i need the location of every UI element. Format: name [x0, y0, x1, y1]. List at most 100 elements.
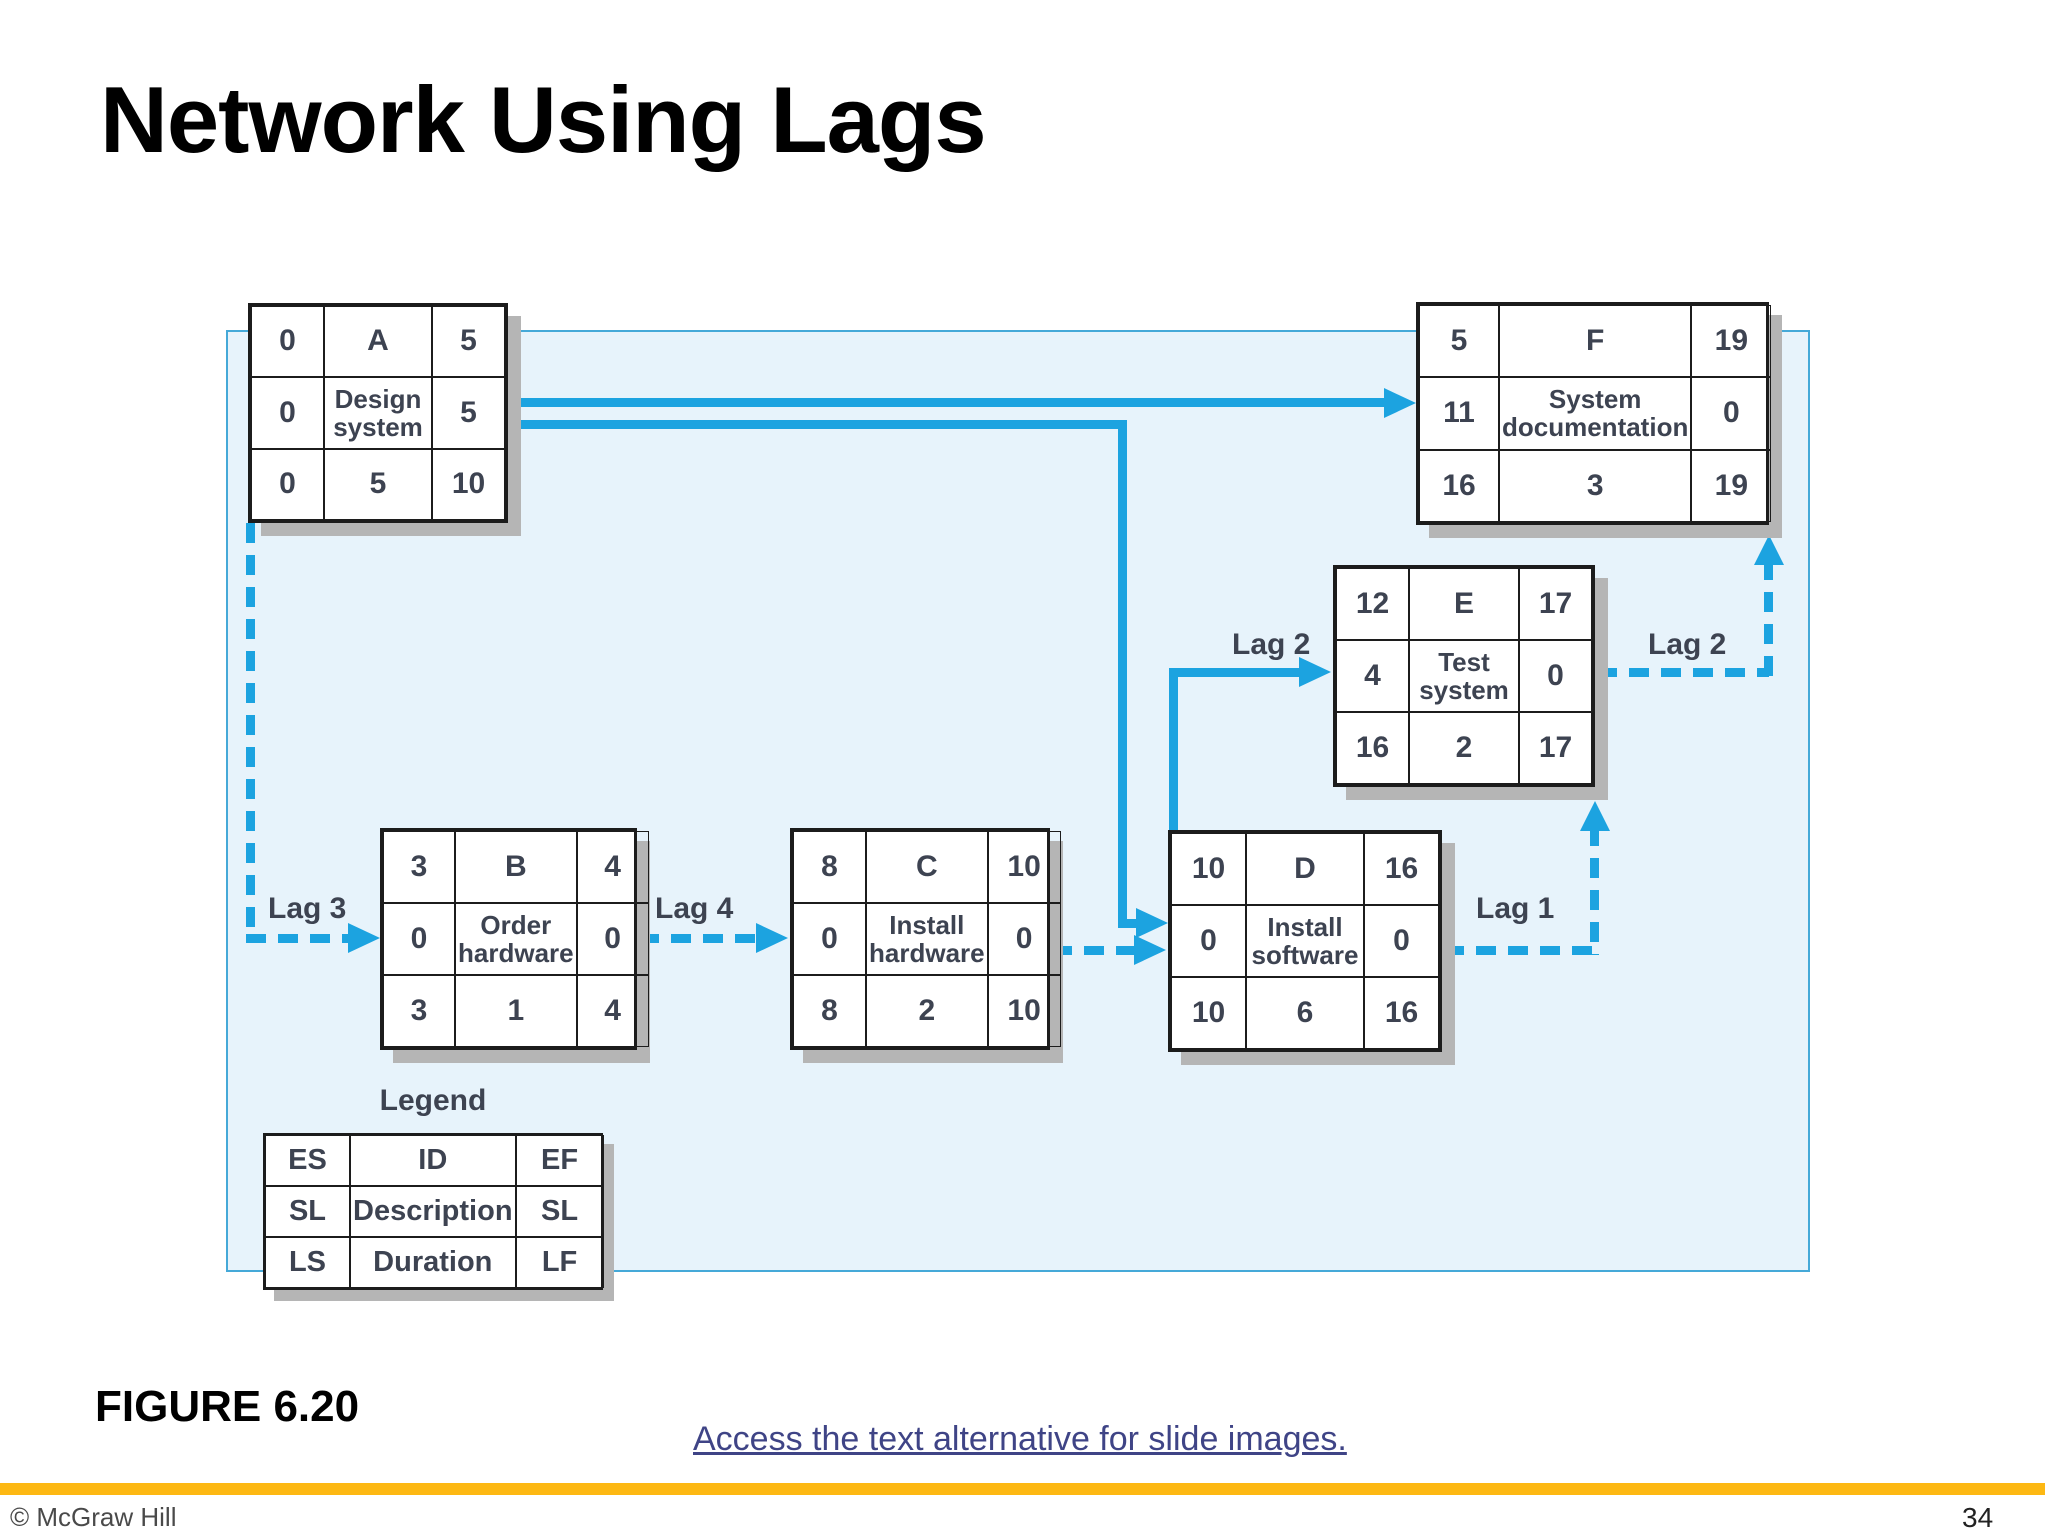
- node-c-sl-right: 0: [987, 903, 1061, 975]
- legend-es: ES: [265, 1135, 350, 1186]
- activity-node-c: 8 C 10 0 Install hardware 0 8 2 10: [790, 828, 1061, 1050]
- node-d-sl-left: 0: [1171, 905, 1246, 977]
- node-a-sl-right: 5: [432, 377, 505, 449]
- node-e-ls: 16: [1336, 712, 1409, 784]
- legend-sl-right: SL: [515, 1186, 604, 1237]
- node-f-ef: 19: [1691, 305, 1772, 378]
- legend-table: ES ID EF SL Description SL LS Duration L…: [263, 1133, 604, 1290]
- connector-a-to-f: [506, 398, 1386, 407]
- node-f-sl-right: 0: [1691, 377, 1772, 450]
- node-b-duration: 1: [455, 975, 577, 1047]
- node-a-sl-left: 0: [251, 377, 324, 449]
- node-a-ef: 5: [432, 306, 505, 378]
- node-d-ls: 10: [1171, 977, 1246, 1049]
- node-c-description: Install hardware: [866, 903, 988, 975]
- node-e-sl-left: 4: [1336, 640, 1409, 712]
- node-f-ls: 16: [1419, 449, 1499, 522]
- legend-description: Description: [350, 1186, 516, 1237]
- arrowhead-a-to-b: [348, 923, 380, 953]
- connector-a-to-b-run: [246, 934, 350, 943]
- node-e-description: Test system: [1409, 640, 1519, 712]
- node-c-es: 8: [793, 831, 866, 903]
- node-e-sl-right: 0: [1519, 640, 1592, 712]
- lag-label-a-b: Lag 3: [268, 892, 347, 925]
- legend-sl-left: SL: [265, 1186, 350, 1237]
- node-c-ef: 10: [987, 831, 1061, 903]
- node-f-id: F: [1499, 305, 1692, 378]
- node-d-ef: 16: [1364, 833, 1439, 905]
- connector-d-to-e-rise: [1169, 668, 1178, 830]
- connector-e-to-f-rise: [1764, 560, 1773, 677]
- legend-id: ID: [350, 1135, 516, 1186]
- arrowhead-d-to-e-lag1: [1580, 801, 1610, 831]
- legend-lf: LF: [515, 1237, 604, 1288]
- node-b-ls: 3: [383, 975, 455, 1047]
- activity-node-e: 12 E 17 4 Test system 0 16 2 17: [1333, 565, 1595, 787]
- arrowhead-c-to-d: [1134, 935, 1166, 965]
- text-alternative-link[interactable]: Access the text alternative for slide im…: [693, 1420, 1347, 1458]
- node-c-id: C: [866, 831, 988, 903]
- node-e-id: E: [1409, 568, 1519, 640]
- node-e-es: 12: [1336, 568, 1409, 640]
- arrowhead-a-to-f: [1384, 388, 1416, 418]
- node-e-lf: 17: [1519, 712, 1592, 784]
- node-a-duration: 5: [324, 448, 432, 520]
- footer-accent-bar: [0, 1483, 2045, 1495]
- connector-a-to-d-top: [506, 420, 1127, 429]
- node-f-duration: 3: [1499, 449, 1692, 522]
- lag-label-b-c: Lag 4: [655, 892, 734, 925]
- node-b-sl-right: 0: [576, 903, 649, 975]
- page-title: Network Using Lags: [100, 67, 987, 172]
- node-a-es: 0: [251, 306, 324, 378]
- node-f-es: 5: [1419, 305, 1499, 378]
- node-f-sl-left: 11: [1419, 377, 1499, 450]
- node-c-sl-left: 0: [793, 903, 866, 975]
- connector-e-to-f-run: [1597, 668, 1769, 677]
- node-c-duration: 2: [866, 975, 988, 1047]
- node-b-id: B: [455, 831, 577, 903]
- lag-label-d-e-bottom: Lag 1: [1476, 892, 1555, 925]
- activity-node-f: 5 F 19 11 System documentation 0 16 3 19: [1416, 302, 1772, 525]
- connector-b-to-c: [639, 934, 758, 943]
- node-b-ef: 4: [576, 831, 649, 903]
- legend-duration: Duration: [350, 1237, 516, 1288]
- connector-a-to-d-drop: [1118, 420, 1127, 928]
- arrowhead-e-to-f: [1754, 535, 1784, 565]
- node-d-duration: 6: [1246, 977, 1364, 1049]
- legend-title: Legend: [379, 1084, 487, 1117]
- node-b-sl-left: 0: [383, 903, 455, 975]
- node-e-duration: 2: [1409, 712, 1519, 784]
- connector-c-to-d: [1052, 946, 1136, 955]
- lag-label-d-e: Lag 2: [1232, 628, 1311, 661]
- node-d-lf: 16: [1364, 977, 1439, 1049]
- connector-d-to-e-run: [1169, 668, 1301, 677]
- arrowhead-d-to-e: [1299, 657, 1331, 687]
- node-a-ls: 0: [251, 448, 324, 520]
- node-b-description: Order hardware: [455, 903, 577, 975]
- node-d-description: Install software: [1246, 905, 1364, 977]
- node-a-lf: 10: [432, 448, 505, 520]
- node-f-description: System documentation: [1499, 377, 1692, 450]
- activity-node-b: 3 B 4 0 Order hardware 0 3 1 4: [380, 828, 649, 1050]
- copyright-text: © McGraw Hill: [10, 1502, 177, 1532]
- connector-a-to-d-stub: [1118, 919, 1140, 928]
- figure-label: FIGURE 6.20: [95, 1382, 360, 1431]
- arrowhead-a-to-d: [1136, 908, 1168, 938]
- node-a-description: Design system: [324, 377, 432, 449]
- node-c-ls: 8: [793, 975, 866, 1047]
- legend-ls: LS: [265, 1237, 350, 1288]
- lag-label-e-f: Lag 2: [1648, 628, 1727, 661]
- node-d-es: 10: [1171, 833, 1246, 905]
- connector-d-to-e-lag1-rise: [1590, 826, 1599, 955]
- legend-ef: EF: [515, 1135, 604, 1186]
- node-b-es: 3: [383, 831, 455, 903]
- connector-d-to-e-lag1-run: [1444, 946, 1599, 955]
- connector-a-to-b-drop: [246, 523, 255, 943]
- node-d-id: D: [1246, 833, 1364, 905]
- activity-node-a: 0 A 5 0 Design system 5 0 5 10: [248, 303, 508, 523]
- node-b-lf: 4: [576, 975, 649, 1047]
- node-d-sl-right: 0: [1364, 905, 1439, 977]
- node-e-ef: 17: [1519, 568, 1592, 640]
- node-a-id: A: [324, 306, 432, 378]
- activity-node-d: 10 D 16 0 Install software 0 10 6 16: [1168, 830, 1442, 1052]
